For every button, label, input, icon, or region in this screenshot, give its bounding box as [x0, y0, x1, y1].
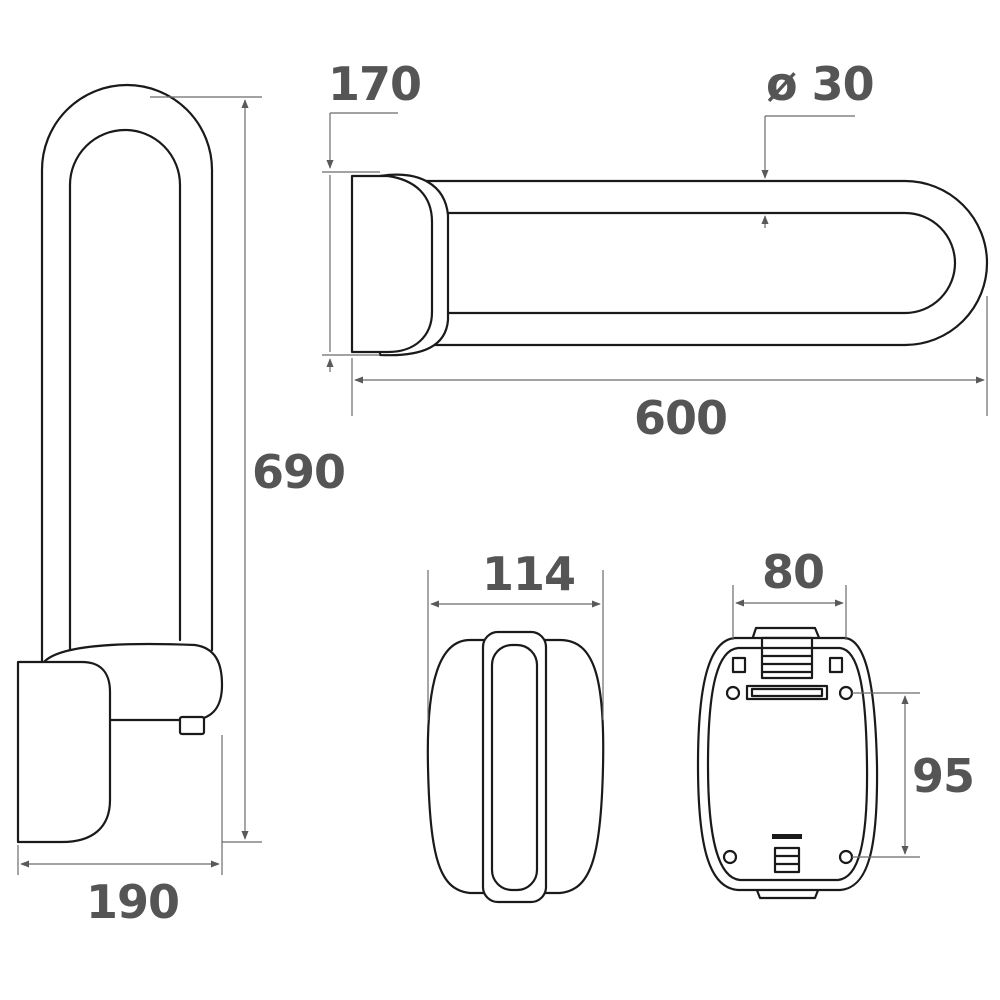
front-view-tube-outer	[481, 630, 548, 904]
front-view-hinge	[426, 630, 605, 904]
back-view-plate-outer	[696, 636, 879, 892]
dimension-hole-spacing-horizontal-label: 80	[762, 545, 824, 599]
side-view-grab-bar	[16, 83, 224, 844]
dimension-height: 690	[150, 96, 346, 843]
side-view-tube-outer	[40, 83, 214, 667]
dimension-flange-width: 114	[427, 547, 604, 720]
back-view-flange	[696, 626, 879, 900]
dimension-length: 600	[351, 296, 988, 445]
dimension-hole-spacing-vertical-label: 95	[912, 749, 974, 803]
dimension-tube-diameter: ø 30	[761, 57, 875, 228]
dimension-hole-spacing-horizontal: 80	[732, 545, 847, 640]
back-view-hole-top-left	[725, 685, 741, 701]
top-view-wall-flange	[350, 174, 434, 354]
dimension-tube-diameter-label: ø 30	[766, 57, 874, 111]
top-view-tube-inner	[438, 211, 957, 315]
dimension-height-label: 690	[252, 445, 345, 499]
back-view-plate-inner	[706, 646, 869, 882]
dimension-length-label: 600	[634, 391, 727, 445]
top-view-tube-outer	[418, 179, 989, 347]
side-view-pin	[178, 715, 206, 736]
dimension-depth: 190	[17, 735, 223, 929]
dimension-flange-height-label: 170	[328, 57, 421, 111]
dimension-flange-height: 170	[322, 57, 422, 372]
back-view-clip-right	[828, 656, 844, 674]
top-view-grab-bar	[350, 173, 989, 357]
dimension-flange-width-label: 114	[482, 547, 575, 601]
side-view-wall-flange	[16, 660, 112, 844]
dimension-depth-label: 190	[86, 875, 179, 929]
back-view-hole-bottom-left	[722, 849, 738, 865]
dimension-hole-spacing-vertical: 95	[852, 692, 975, 858]
front-view-tube-inner	[490, 643, 539, 892]
back-view-bottom-clip	[773, 846, 801, 874]
side-view-tube-inner	[68, 128, 182, 652]
back-view-slot-inner	[750, 687, 824, 698]
back-view-clip-left	[731, 656, 747, 674]
back-view-bottom-marker	[772, 834, 802, 839]
